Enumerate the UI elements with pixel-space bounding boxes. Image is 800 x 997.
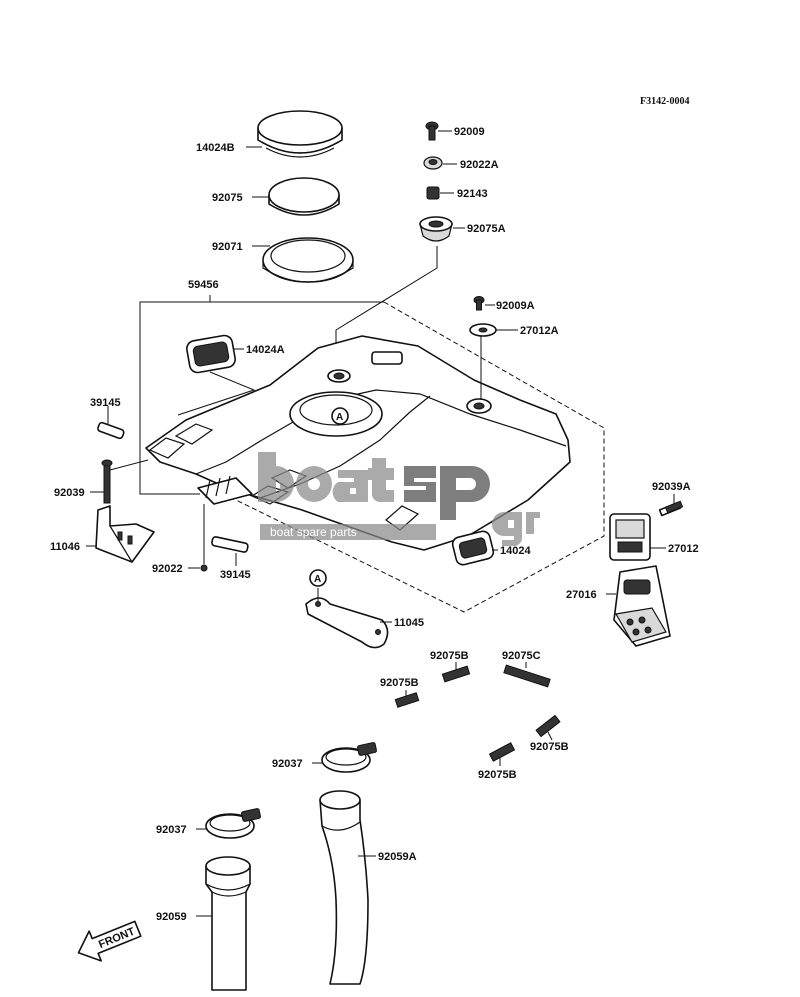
- pin-39145-lower: [211, 536, 249, 553]
- watermark-logo: boat spare parts: [258, 452, 540, 546]
- label-92075B-3: 92075B: [530, 741, 569, 753]
- label-92059A: 92059A: [378, 851, 417, 863]
- label-92022: 92022: [152, 563, 183, 575]
- screw-92009: [425, 121, 439, 141]
- pad-14024: [451, 530, 495, 566]
- label-92075B-4: 92075B: [478, 769, 517, 781]
- strip-92075B-2: [394, 692, 420, 708]
- ref-marker-cover: [331, 407, 349, 425]
- label-92075A: 92075A: [467, 223, 506, 235]
- label-14024A: 14024A: [246, 344, 285, 356]
- screw-92009A: [473, 296, 485, 311]
- ring-92071: [262, 237, 354, 283]
- grommet-92075A: [419, 216, 453, 242]
- label-92022A: 92022A: [460, 159, 499, 171]
- watermark-tagline: boat spare parts: [270, 525, 357, 539]
- label-92039A: 92039A: [652, 481, 691, 493]
- label-39145-lower: 39145: [220, 569, 251, 581]
- label-11046: 11046: [50, 541, 80, 553]
- clip-27012A: [469, 323, 497, 337]
- cap-14024B: [257, 110, 343, 158]
- comb-bracket: [197, 475, 253, 505]
- ref-marker-cover-text: A: [336, 412, 343, 423]
- bolt-92039: [101, 459, 113, 504]
- strip-92075B-3: [535, 714, 561, 738]
- diagram-code: F3142-0004: [640, 96, 689, 107]
- label-14024B: 14024B: [196, 142, 235, 154]
- label-92009: 92009: [454, 126, 485, 138]
- grommet-92022A: [423, 156, 443, 170]
- label-92009A: 92009A: [496, 300, 535, 312]
- meter-27012: [609, 513, 651, 561]
- strip-92075B-4: [488, 742, 516, 762]
- plug-92075: [268, 177, 340, 216]
- label-92037-lower: 92037: [156, 824, 187, 836]
- clamp-92037-lower: [205, 808, 261, 839]
- nut-92143: [426, 186, 440, 200]
- label-39145-upper: 39145: [90, 397, 121, 409]
- label-92075B-1: 92075B: [430, 650, 469, 662]
- label-92059: 92059: [156, 911, 187, 923]
- label-92075B-2: 92075B: [380, 677, 419, 689]
- pin-39145-upper: [97, 421, 125, 440]
- label-27012: 27012: [668, 543, 699, 555]
- label-14024: 14024: [500, 545, 531, 557]
- label-92039: 92039: [54, 487, 85, 499]
- label-92037-upper: 92037: [272, 758, 303, 770]
- plate-11045: [305, 597, 389, 649]
- label-27016: 27016: [566, 589, 597, 601]
- bracket-11046: [95, 505, 155, 563]
- label-92143: 92143: [457, 188, 488, 200]
- strip-92075B-1: [441, 665, 471, 683]
- label-27012A: 27012A: [520, 325, 559, 337]
- ref-marker-plate: [309, 569, 327, 587]
- bolt-92039A: [658, 500, 684, 517]
- hose-92059A: [319, 790, 369, 985]
- label-92075: 92075: [212, 192, 243, 204]
- front-arrow: FRONT: [77, 920, 142, 962]
- clamp-92037-upper: [321, 742, 377, 773]
- ref-marker-plate-text: A: [314, 574, 321, 585]
- washer-92022: [200, 564, 208, 572]
- label-11045: 11045: [394, 617, 424, 629]
- label-92075C: 92075C: [502, 650, 541, 662]
- pad-14024A: [186, 334, 236, 374]
- strip-92075C: [503, 664, 551, 688]
- label-59456: 59456: [188, 279, 219, 291]
- housing-27016: [613, 565, 671, 647]
- hose-92059: [205, 856, 251, 991]
- label-92071: 92071: [212, 241, 243, 253]
